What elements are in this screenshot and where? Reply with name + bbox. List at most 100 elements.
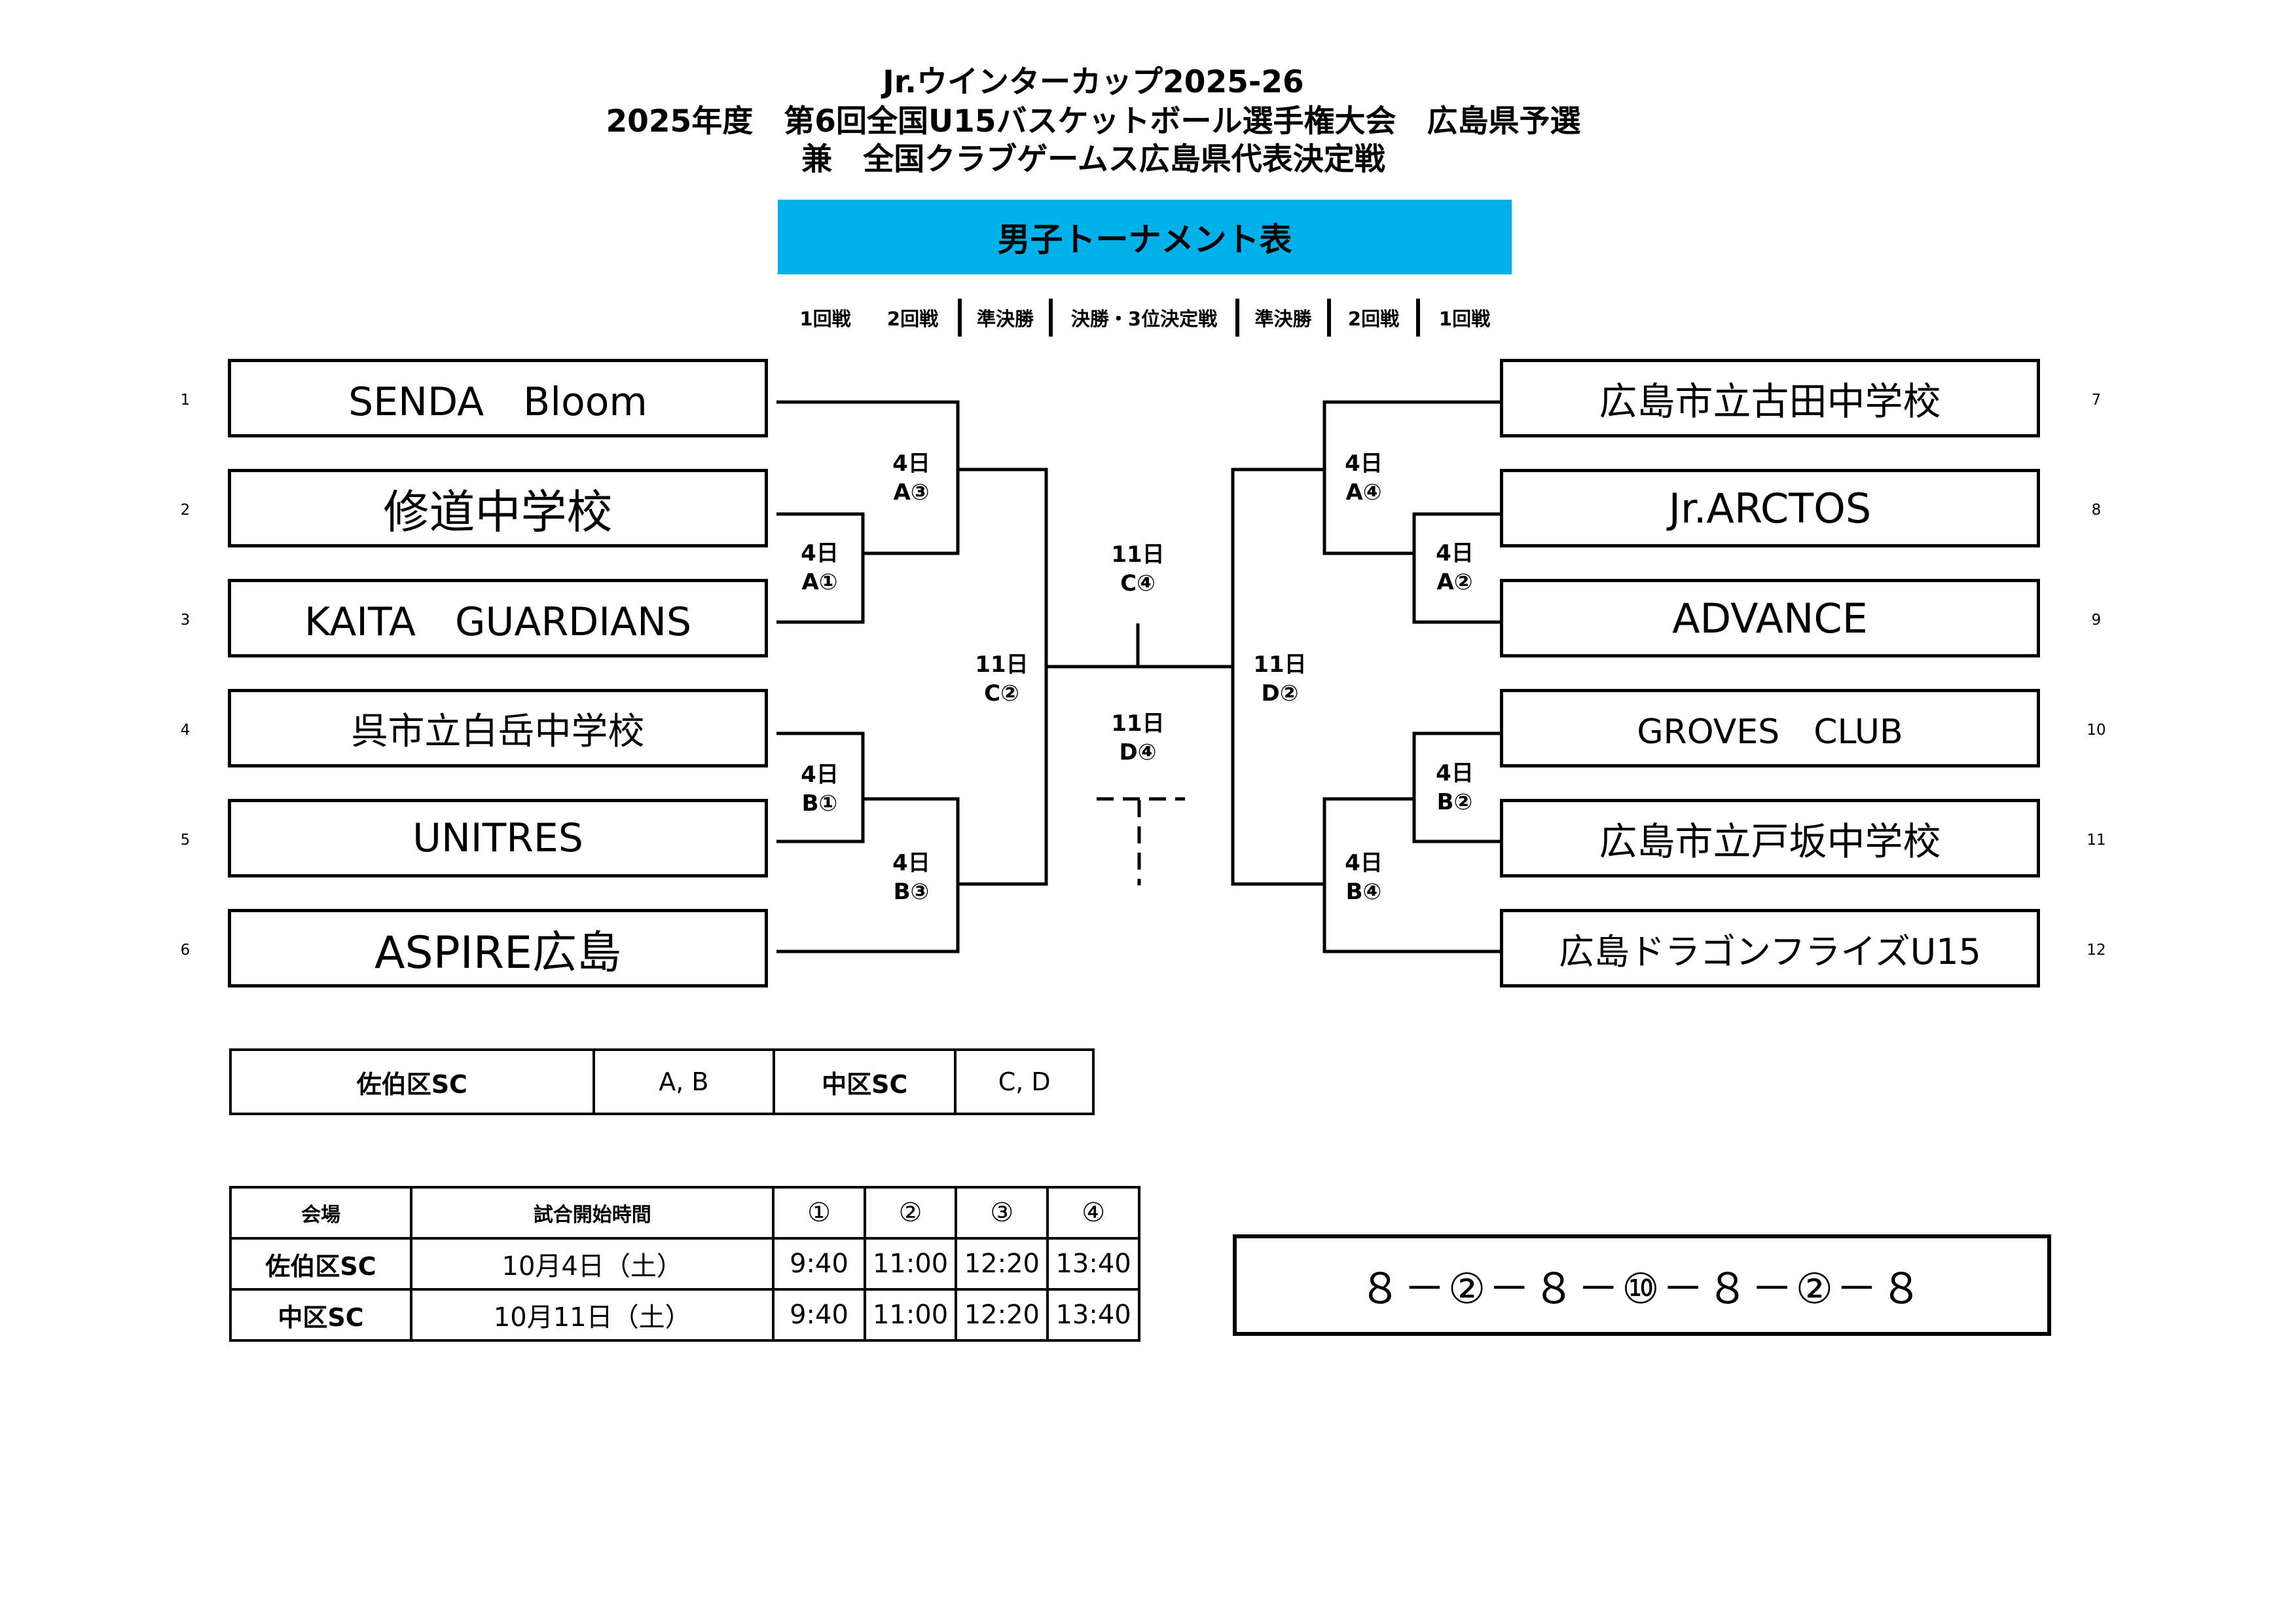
round-label: 決勝・3位決定戦 <box>1070 308 1218 330</box>
round-label: 1回戦 <box>1438 308 1491 330</box>
schedule-table: 会場 試合開始時間 ① ② ③ ④ 佐伯区SC 10月4日（土） 9:40 11… <box>228 1186 1140 1342</box>
match-game: C② <box>984 680 1019 707</box>
match-game: B④ <box>1345 879 1382 905</box>
match-label-c2: 11日 C② <box>966 650 1038 708</box>
time-cell: 11:00 <box>863 1237 958 1291</box>
round-divider <box>1327 299 1331 337</box>
date-cell: 10月4日（土） <box>410 1237 775 1291</box>
team-box: 修道中学校 <box>228 469 768 547</box>
bracket-line <box>776 512 865 624</box>
team-box: 広島ドラゴンフライズU15 <box>1500 909 2040 987</box>
round-headers: 1回戦 2回戦 準決勝 決勝・3位決定戦 準決勝 2回戦 1回戦 <box>783 299 1509 337</box>
seed-number: 3 <box>180 612 191 629</box>
match-day: 4日 <box>1436 540 1474 566</box>
team-box: GROVES CLUB <box>1500 689 2040 767</box>
match-game: C④ <box>1120 570 1156 597</box>
date-cell: 10月11日（土） <box>410 1288 775 1342</box>
title-line-1: Jr.ウインターカップ2025-26 <box>883 64 1304 100</box>
match-game: D② <box>1261 680 1299 707</box>
match-day: 11日 <box>1253 652 1307 678</box>
match-day: 11日 <box>1111 710 1165 737</box>
seed-number: 7 <box>2091 392 2102 409</box>
seed-number: 6 <box>180 942 191 959</box>
match-label-a1: 4日 A① <box>784 539 856 597</box>
round-label: 2回戦 <box>886 308 939 330</box>
match-game: D④ <box>1119 739 1157 766</box>
time-cell: 9:40 <box>772 1288 866 1342</box>
header-game-4: ④ <box>1046 1186 1140 1240</box>
bracket-line <box>776 400 960 555</box>
court-assignment-table: 佐伯区SC A, B 中区SC C, D <box>229 1048 1095 1115</box>
match-game: B② <box>1436 789 1473 815</box>
team-box: SENDA Bloom <box>228 359 768 437</box>
court-venue: 佐伯区SC <box>229 1048 595 1115</box>
round-label: 2回戦 <box>1347 308 1400 330</box>
match-day: 4日 <box>801 540 839 566</box>
bracket-line <box>958 468 1048 886</box>
match-game: A① <box>801 569 838 595</box>
bracket-line <box>1322 797 1502 953</box>
team-box: KAITA GUARDIANS <box>228 579 768 657</box>
match-label-d2: 11日 D② <box>1244 650 1316 708</box>
match-label-d4: 11日 D④ <box>1102 709 1174 767</box>
table-row: 佐伯区SC 10月4日（土） 9:40 11:00 12:20 13:40 <box>228 1237 1140 1291</box>
time-cell: 13:40 <box>1046 1288 1140 1342</box>
team-box: 広島市立戸坂中学校 <box>1500 799 2040 877</box>
time-cell: 13:40 <box>1046 1237 1140 1291</box>
match-label-b1: 4日 B① <box>784 760 856 818</box>
match-game: B① <box>801 790 838 817</box>
seed-number: 1 <box>180 392 191 409</box>
match-day: 4日 <box>892 451 930 477</box>
bracket-line <box>776 731 865 843</box>
match-game: B③ <box>893 879 930 905</box>
time-cell: 11:00 <box>863 1288 958 1342</box>
round-divider <box>1416 299 1420 337</box>
round-label: 1回戦 <box>799 308 851 330</box>
match-label-a4: 4日 A④ <box>1328 449 1400 507</box>
seed-number: 11 <box>2086 832 2106 849</box>
round-label: 準決勝 <box>1254 308 1312 330</box>
bracket-line <box>1412 512 1502 624</box>
header-venue: 会場 <box>228 1186 413 1240</box>
seed-number: 10 <box>2086 722 2106 739</box>
bracket-line <box>1231 468 1324 886</box>
match-day: 4日 <box>1345 850 1383 876</box>
match-label-b4: 4日 B④ <box>1328 849 1400 906</box>
round-divider <box>958 299 962 337</box>
header-game-2: ② <box>863 1186 958 1240</box>
bracket-line <box>776 797 960 953</box>
match-day: 11日 <box>1111 542 1165 568</box>
match-game: A③ <box>893 479 930 506</box>
table-header-row: 会場 試合開始時間 ① ② ③ ④ <box>228 1186 1140 1240</box>
bracket-pattern-box: ８－②－８－⑩－８－②－８ <box>1233 1234 2051 1336</box>
match-label-c4: 11日 C④ <box>1102 540 1174 598</box>
match-day: 4日 <box>1345 451 1383 477</box>
seed-number: 2 <box>180 502 191 519</box>
table-row: 中区SC 10月11日（土） 9:40 11:00 12:20 13:40 <box>228 1288 1140 1342</box>
seed-number: 12 <box>2086 942 2106 959</box>
match-day: 11日 <box>975 652 1029 678</box>
seed-number: 8 <box>2091 502 2102 519</box>
match-label-b3: 4日 B③ <box>875 849 947 906</box>
bracket-line <box>1412 731 1502 843</box>
match-game: A④ <box>1345 479 1382 506</box>
team-box: ADVANCE <box>1500 579 2040 657</box>
bracket-line <box>1322 400 1502 555</box>
match-label-b2: 4日 B② <box>1419 759 1491 817</box>
court-games: A, B <box>592 1048 776 1115</box>
court-venue: 中区SC <box>773 1048 957 1115</box>
round-label: 準決勝 <box>976 308 1034 330</box>
team-box: ASPIRE広島 <box>228 909 768 987</box>
time-cell: 12:20 <box>955 1288 1049 1342</box>
time-cell: 12:20 <box>955 1237 1049 1291</box>
match-day: 4日 <box>801 762 839 788</box>
venue-cell: 中区SC <box>228 1288 413 1342</box>
match-day: 4日 <box>1436 760 1474 786</box>
match-day: 4日 <box>892 850 930 876</box>
match-label-a2: 4日 A② <box>1419 539 1491 597</box>
team-box: 呉市立白岳中学校 <box>228 689 768 767</box>
header-start-time: 試合開始時間 <box>410 1186 775 1240</box>
seed-number: 4 <box>180 722 191 739</box>
table-row: 佐伯区SC A, B 中区SC C, D <box>229 1048 1095 1115</box>
